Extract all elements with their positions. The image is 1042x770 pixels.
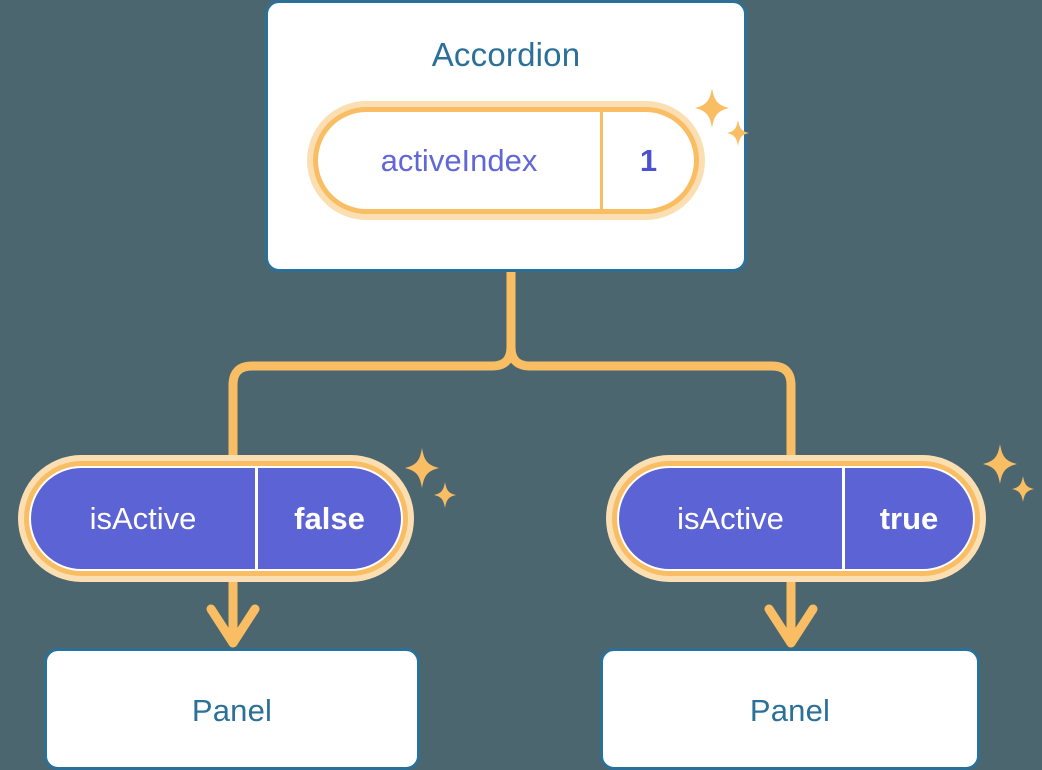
arrow-left-pill-to-panel [206, 582, 260, 648]
pill-body: activeIndex 1 [318, 112, 694, 209]
pill-divider [255, 468, 258, 569]
state-pill-key: isActive [89, 500, 197, 536]
panel-card-right-title: Panel [749, 693, 831, 728]
pill-body: isActive true [617, 466, 975, 571]
arrow-right-pill-to-panel [764, 582, 818, 648]
sparkle-four-point-small-icon [1012, 476, 1034, 502]
accordion-card-title: Accordion [431, 36, 581, 73]
sparkle-four-point-small-icon [434, 482, 456, 508]
state-pill-key: activeIndex [380, 142, 538, 178]
state-pill-is-active-false[interactable]: isActive false [18, 455, 414, 582]
pill-body: isActive false [29, 466, 403, 571]
sparkle-group-right [983, 444, 1034, 502]
sparkle-four-point-icon [983, 444, 1017, 484]
state-pill-value: false [294, 500, 365, 536]
pill-divider [600, 112, 603, 209]
state-pill-value: 1 [639, 142, 658, 178]
connector-branch-left [228, 342, 516, 462]
state-pill-is-active-true[interactable]: isActive true [606, 455, 986, 582]
pill-divider [842, 468, 845, 569]
state-pill-key: isActive [677, 500, 784, 536]
panel-card-left: Panel [44, 648, 420, 770]
sparkle-four-point-icon [405, 448, 439, 488]
connector-branch-right [506, 342, 796, 462]
panel-card-right: Panel [600, 648, 980, 770]
state-pill-value: true [879, 500, 939, 536]
state-pill-active-index[interactable]: activeIndex 1 [307, 101, 705, 220]
panel-card-left-title: Panel [191, 693, 273, 728]
